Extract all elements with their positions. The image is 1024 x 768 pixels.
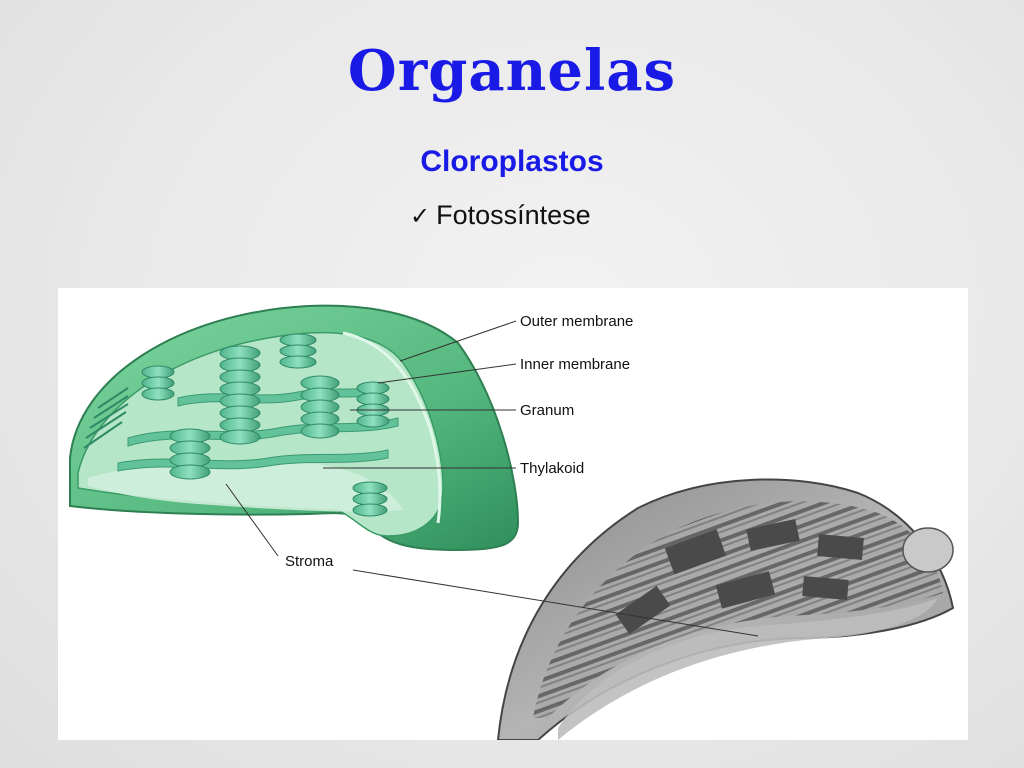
label-outer-membrane: Outer membrane <box>520 313 633 330</box>
bullet-item: ✓ Fotossíntese <box>410 200 591 231</box>
stroma-region <box>88 460 403 512</box>
leader-inner-membrane <box>377 363 517 384</box>
electron-micrograph <box>496 478 955 740</box>
check-icon: ✓ <box>410 201 431 230</box>
chloroplast-diagram: Outer membrane Inner membrane Granum Thy… <box>69 304 955 740</box>
granum-stack <box>141 365 175 401</box>
slide-subtitle: Cloroplastos <box>420 145 604 178</box>
micrograph-stroma <box>558 598 938 740</box>
chloroplast-figure: Outer membrane Inner membrane Granum Thy… <box>58 288 968 740</box>
granum-stack <box>169 428 211 480</box>
inner-membrane-line <box>342 331 442 524</box>
leader-stroma-micrograph <box>352 569 759 637</box>
granum-stack <box>352 481 388 517</box>
grana-stacks <box>141 333 390 517</box>
slide-title: Organelas <box>347 38 677 104</box>
leader-stroma-model <box>225 483 279 557</box>
chloroplast-model <box>69 304 520 552</box>
granum-stack <box>279 333 317 369</box>
granum-stack <box>219 345 261 445</box>
leader-lines <box>225 320 759 637</box>
edge-lamellae <box>83 387 129 449</box>
label-thylakoid: Thylakoid <box>520 460 584 477</box>
micrograph-bleb <box>902 527 954 573</box>
micrograph-grana <box>615 519 864 635</box>
granum-stack <box>300 375 340 439</box>
label-stroma: Stroma <box>285 553 334 570</box>
bullet-text: Fotossíntese <box>436 200 591 230</box>
label-inner-membrane: Inner membrane <box>520 356 630 373</box>
label-granum: Granum <box>520 402 574 419</box>
leader-outer-membrane <box>399 320 517 362</box>
